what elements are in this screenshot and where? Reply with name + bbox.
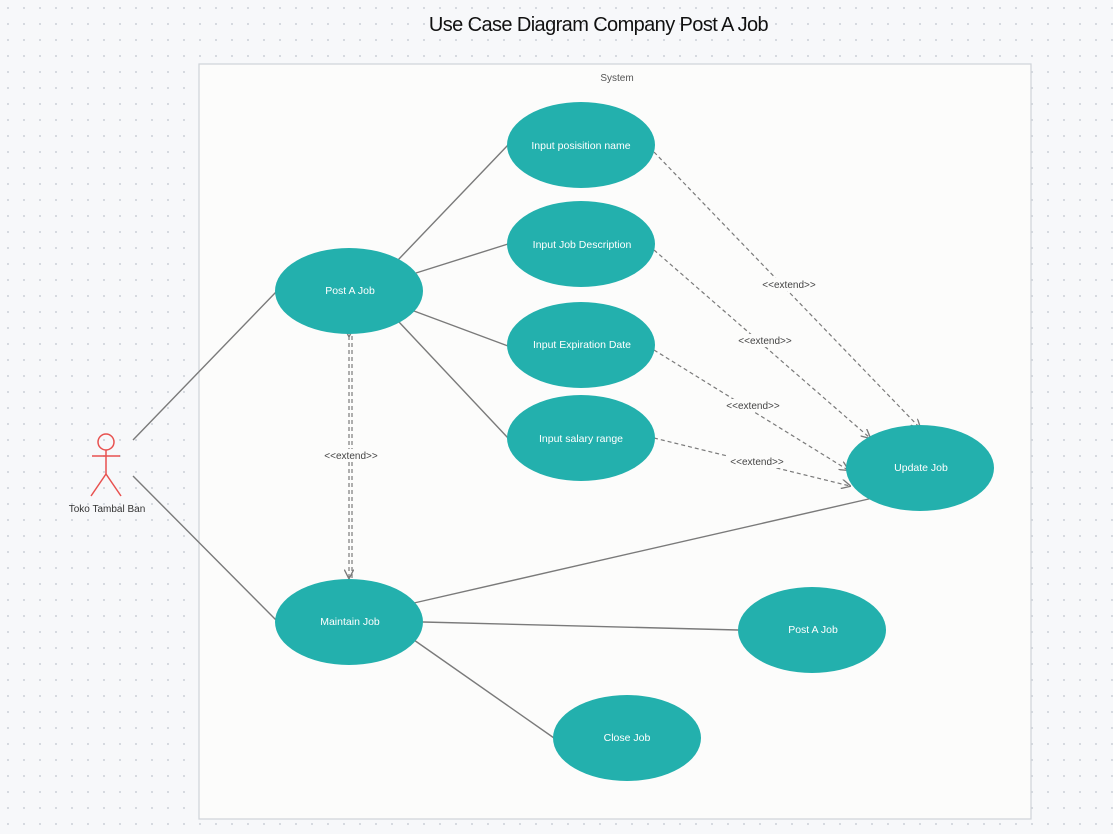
usecase-input-desc[interactable]: Input Job Description [507,201,655,287]
usecase-label-update-job: Update Job [894,462,948,474]
extend-label-5: <<extend>> [324,451,378,462]
usecase-label-post-job-2: Post A Job [788,624,838,636]
usecase-label-close-job: Close Job [604,732,651,744]
usecase-post-job[interactable]: Post A Job [275,248,423,334]
usecase-input-exp[interactable]: Input Expiration Date [507,302,655,388]
extend-label-3: <<extend>> [726,401,780,412]
usecase-input-position[interactable]: Input posisition name [507,102,655,188]
actor-head [97,433,115,451]
usecase-input-salary[interactable]: Input salary range [507,395,655,481]
actor-leg-left [90,473,107,497]
assoc-post-job-input-salary [398,321,509,439]
diagram-title: Use Case Diagram Company Post A Job [428,14,769,36]
extend-label-2: <<extend>> [738,336,792,347]
usecase-label-post-job: Post A Job [325,285,375,297]
usecase-label-input-desc: Input Job Description [533,239,632,251]
usecase-label-maintain-job: Maintain Job [320,616,380,628]
actor-toko-tambal-ban[interactable] [90,433,122,497]
usecase-update-job[interactable]: Update Job [846,425,994,511]
assoc-post-job-input-position [397,144,509,261]
assoc-actor-maintain-job [132,475,277,621]
usecase-label-input-salary: Input salary range [539,433,623,445]
usecase-close-job[interactable]: Close Job [553,695,701,781]
usecase-label-input-exp: Input Expiration Date [533,339,631,351]
extend-label-4: <<extend>> [730,457,784,468]
assoc-maintain-job-close-job [413,639,555,739]
actor-leg-right [105,473,122,497]
assoc-post-job-input-exp [413,310,509,347]
extend-label-1: <<extend>> [762,280,816,291]
assoc-post-job-input-desc [415,243,509,274]
system-label: System [600,73,633,84]
usecase-label-input-position: Input posisition name [531,140,630,152]
assoc-maintain-job-update-job [413,497,874,604]
usecase-maintain-job[interactable]: Maintain Job [275,579,423,665]
assoc-maintain-job-post-job-2 [422,621,739,631]
assoc-actor-post-job [132,291,277,441]
usecase-post-job-2[interactable]: Post A Job [738,587,886,673]
actor-label: Toko Tambal Ban [69,504,146,515]
